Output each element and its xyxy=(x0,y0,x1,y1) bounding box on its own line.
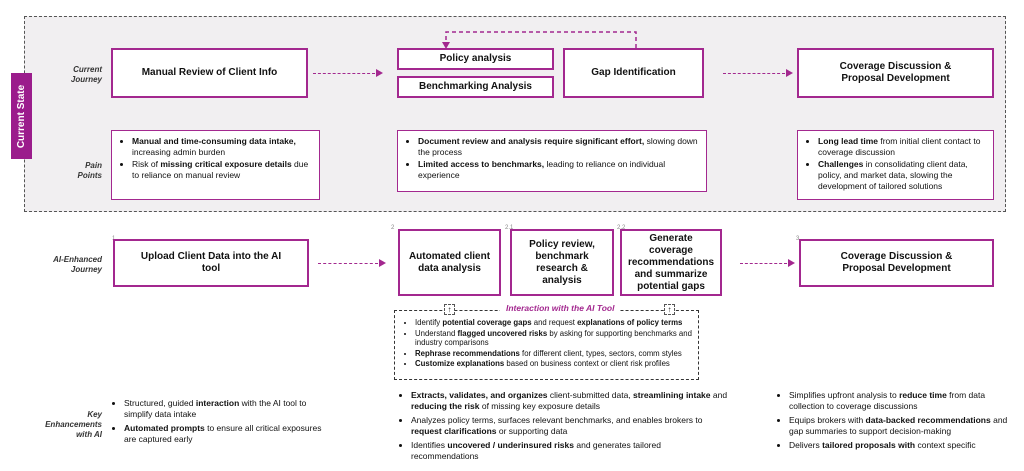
ai-tool-interaction-box: Identify potential coverage gaps and req… xyxy=(394,310,699,380)
step-number: 2.1 xyxy=(505,225,514,231)
step-number: 3 xyxy=(796,236,800,242)
list-item: Extracts, validates, and organizes clien… xyxy=(411,390,729,412)
flow-arrow xyxy=(723,73,785,74)
ai-coverage-discussion-box: Coverage Discussion &Proposal Developmen… xyxy=(799,239,994,287)
list-item: Equips brokers with data-backed recommen… xyxy=(789,415,1012,437)
flow-arrow xyxy=(318,263,378,264)
policy-analysis-box: Policy analysis xyxy=(397,48,554,70)
pain-points-analysis: Document review and analysis require sig… xyxy=(397,130,707,192)
coverage-discussion-box: Coverage Discussion &Proposal Developmen… xyxy=(797,48,994,98)
list-item: Identifies uncovered / underinsured risk… xyxy=(411,440,729,462)
list-item: Analyzes policy terms, surfaces relevant… xyxy=(411,415,729,437)
list-item: Identify potential coverage gaps and req… xyxy=(415,318,692,328)
arrowhead xyxy=(379,259,386,267)
manual-review-box: Manual Review of Client Info xyxy=(111,48,308,98)
list-item: Limited access to benchmarks, leading to… xyxy=(418,159,698,181)
list-item: Document review and analysis require sig… xyxy=(418,136,698,158)
list-item: Rephrase recommendations for different c… xyxy=(415,349,692,359)
list-item: Manual and time-consuming data intake, i… xyxy=(132,136,311,158)
ai-tool-title: Interaction with the AI Tool xyxy=(500,303,621,313)
feedback-loop-arrow xyxy=(442,31,637,49)
arrowhead xyxy=(786,69,793,77)
list-item: Long lead time from initial client conta… xyxy=(818,136,985,158)
list-item: Challenges in consolidating client data,… xyxy=(818,159,985,192)
benchmarking-analysis-box: Benchmarking Analysis xyxy=(397,76,554,98)
step-number: 2 xyxy=(391,225,395,231)
list-item: Customize explanations based on business… xyxy=(415,359,692,369)
list-item: Structured, guided interaction with the … xyxy=(124,398,322,420)
step-number: 2.2 xyxy=(617,225,626,231)
enhancements-col-3: Simplifies upfront analysis to reduce ti… xyxy=(777,390,1012,454)
list-item: Delivers tailored proposals with context… xyxy=(789,440,1012,451)
flow-arrow xyxy=(740,263,787,264)
up-arrow-icon: ↑ xyxy=(664,304,675,315)
current-state-tab: Current State xyxy=(11,73,32,159)
enhancements-col-1: Structured, guided interaction with the … xyxy=(112,398,322,448)
enhancements-col-2: Extracts, validates, and organizes clien… xyxy=(399,390,729,465)
pain-points-coverage: Long lead time from initial client conta… xyxy=(797,130,994,200)
pain-points-intake: Manual and time-consuming data intake, i… xyxy=(111,130,320,200)
up-arrow-icon: ↑ xyxy=(444,304,455,315)
flow-arrow xyxy=(313,73,375,74)
arrowhead xyxy=(788,259,795,267)
list-item: Understand flagged uncovered risks by as… xyxy=(415,329,692,348)
list-item: Simplifies upfront analysis to reduce ti… xyxy=(789,390,1012,412)
arrowhead xyxy=(376,69,383,77)
list-item: Risk of missing critical exposure detail… xyxy=(132,159,311,181)
list-item: Automated prompts to ensure all critical… xyxy=(124,423,322,445)
gap-identification-box: Gap Identification xyxy=(563,48,704,98)
